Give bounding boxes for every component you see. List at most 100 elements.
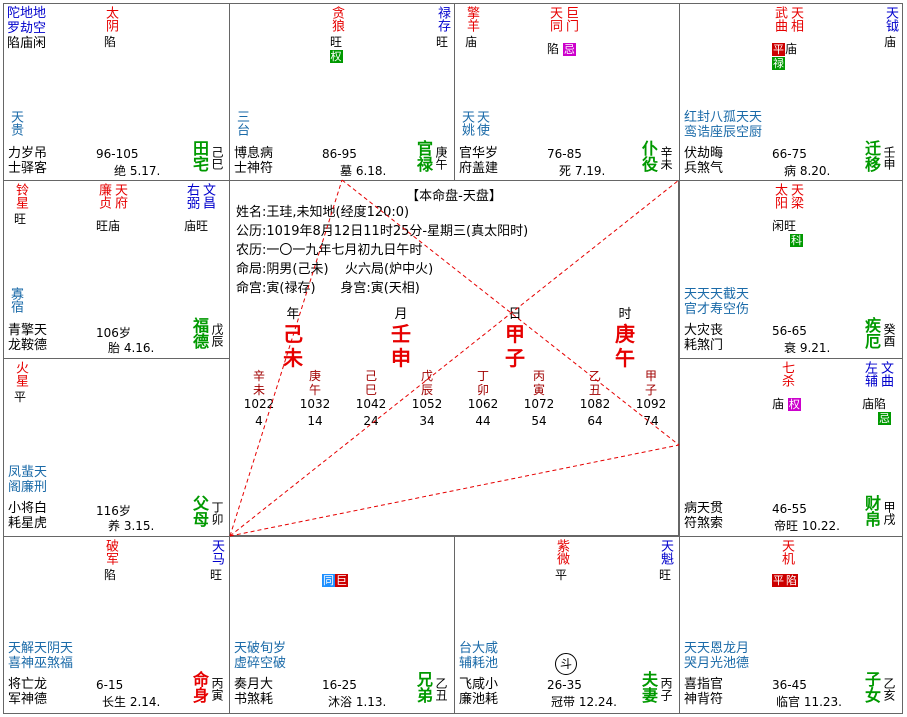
xu-ganzhi: 甲戌 bbox=[882, 501, 896, 525]
chen-gods-row2: 龙鞍德 bbox=[8, 338, 48, 353]
xu-main-star: 七杀 bbox=[772, 361, 800, 387]
chen-palace-name: 福德 bbox=[190, 317, 209, 349]
shen-star-b-name: 天钺 bbox=[883, 6, 898, 32]
shen-minor-stars: 红封八孤天天 鸾诰座辰空厨 bbox=[684, 110, 762, 140]
chou-palace-name: 兄弟 bbox=[414, 671, 433, 703]
wei-main-brightness-row: 陷 忌 bbox=[547, 40, 576, 57]
solar-date-line: 公历:1019年8月12日11时25分-星期三(真太阳时) bbox=[236, 224, 529, 239]
you-ganzhi: 癸酉 bbox=[882, 323, 896, 347]
you-palace-name: 疾厄 bbox=[862, 317, 881, 349]
dayun-gan: 甲 bbox=[644, 369, 657, 383]
yin-minor-row2: 喜神巫煞福 bbox=[8, 656, 74, 671]
dayun-6: 丙 寅 1072 54 bbox=[519, 369, 559, 428]
chen-main-brightness: 旺庙 bbox=[96, 219, 121, 233]
dayun-zhi: 子 bbox=[644, 383, 657, 397]
palace-cell-you[interactable]: 太阳 天梁 闲旺 科 天天天截天 官才寿空伤 大灾丧 耗煞门 56-65 衰 9… bbox=[679, 180, 903, 359]
wei-ganzhi: 辛未 bbox=[659, 146, 673, 170]
dayun-age: 24 bbox=[363, 414, 379, 428]
wei-gods-row2: 府盖建 bbox=[459, 161, 499, 176]
wu-main-star-brightness: 旺 bbox=[329, 35, 342, 49]
mao-star-a: 火星 平 bbox=[6, 361, 34, 405]
dayun-year: 1072 bbox=[523, 397, 555, 411]
you-gods-row2: 耗煞门 bbox=[684, 338, 724, 353]
mao-star-a-name: 火星 bbox=[13, 361, 28, 387]
dayun-age: 54 bbox=[531, 414, 547, 428]
shen-main-star1: 武曲 bbox=[772, 6, 787, 32]
palace-cell-xu[interactable]: 七杀 庙 权 左辅 文曲 庙陷 忌 病天贯 符煞索 46-55 帝旺 10.22… bbox=[679, 358, 903, 537]
center-panel: 【本命盘-天盘】 姓名:王珪,未知地(经度120:0) 公历:1019年8月12… bbox=[229, 180, 679, 536]
zi-main-star-brightness: 平 bbox=[554, 568, 567, 582]
chen-main-star2: 天府 bbox=[112, 183, 127, 209]
dayun-gan: 戊 bbox=[420, 369, 433, 383]
chou-range: 16-25 bbox=[322, 678, 357, 692]
zi-ganzhi: 丙子 bbox=[659, 677, 673, 701]
xu-palace-name: 财帛 bbox=[862, 495, 881, 527]
palace-cell-hai[interactable]: 天机 平陷 天天恩龙月 哭月光池德 喜指官 神背符 36-45 临官 11.23… bbox=[679, 536, 903, 714]
pillar-day: 日 甲 子 bbox=[500, 303, 530, 370]
hai-palace-name: 子女 bbox=[862, 671, 881, 703]
palace-cell-chen[interactable]: 铃星 旺 廉贞 天府 旺庙 右弼 文昌 庙旺 寡宿 青擎天 龙鞍德 106岁 胎… bbox=[3, 180, 230, 359]
yin-gods: 将亡龙 军神德 bbox=[8, 677, 47, 707]
zi-star-b: 天魁 旺 bbox=[651, 539, 679, 583]
chen-minor-stars: 寡宿 bbox=[8, 287, 23, 313]
shen-gods-row2: 兵煞气 bbox=[684, 161, 724, 176]
palace-cell-mao[interactable]: 火星 平 凤蜚天 阁廉刑 小将白 耗星虎 116岁 养 3.15. 父母 丁卯 bbox=[3, 358, 230, 537]
si-main-star: 太阴 陷 bbox=[96, 6, 124, 50]
wu-minor-stars: 三台 bbox=[234, 110, 249, 136]
you-main-stars: 太阳 天梁 bbox=[772, 183, 803, 209]
you-main-brightness: 闲旺 bbox=[772, 219, 797, 233]
xu-star-b1: 左辅 bbox=[862, 361, 877, 387]
wu-ganzhi: 庚午 bbox=[434, 146, 448, 170]
palace-cell-shen[interactable]: 武曲 天相 平庙 禄 天钺 庙 红封八孤天天 鸾诰座辰空厨 伏劫晦 兵煞气 66… bbox=[679, 3, 903, 181]
you-minor-row1: 天天天截天 bbox=[684, 287, 750, 302]
yin-main-star-name: 破军 bbox=[103, 539, 118, 565]
chen-star-a-name: 铃星 bbox=[13, 183, 28, 209]
yin-gods-row1: 将亡龙 bbox=[8, 677, 48, 692]
shen-minor-row1: 红封八孤天天 bbox=[684, 110, 763, 125]
pillar-stem: 壬 bbox=[391, 322, 411, 346]
chen-star-b2: 文昌 bbox=[200, 183, 215, 209]
yin-ganzhi: 丙寅 bbox=[210, 677, 224, 701]
si-stars-row1: 陀地地 bbox=[7, 6, 47, 21]
wei-palace-name: 仆役 bbox=[639, 140, 658, 172]
si-stars-row2: 罗劫空 bbox=[7, 21, 47, 36]
palace-cell-wu[interactable]: 贪狼 旺 权 禄存 旺 三台 博息病 士神符 86-95 墓 6.18. 官禄 … bbox=[229, 3, 455, 181]
yin-star-b: 天马 旺 bbox=[202, 539, 229, 583]
zi-main-star-name: 紫微 bbox=[554, 539, 569, 565]
palace-cell-zi[interactable]: 紫微 平 天魁 旺 台大咸 辅耗池 斗 飞咸小 廉池耗 26-35 冠带 12.… bbox=[454, 536, 680, 714]
mao-minor-stars: 凤蜚天 阁廉刑 bbox=[8, 465, 47, 495]
dayun-gan: 己 bbox=[364, 369, 377, 383]
wei-gods: 官华岁 府盖建 bbox=[459, 146, 498, 176]
yin-gods-row2: 军神德 bbox=[8, 692, 48, 707]
xu-ji-row: 忌 bbox=[878, 411, 891, 426]
si-gods-row1: 力岁吊 bbox=[8, 146, 48, 161]
hai-minor-stars: 天天恩龙月 哭月光池德 bbox=[684, 641, 749, 671]
dayun-7: 乙 丑 1082 64 bbox=[575, 369, 615, 428]
hai-minor-row2: 哭月光池德 bbox=[684, 656, 750, 671]
hai-main-star-name: 天机 bbox=[779, 539, 794, 565]
palace-cell-chou[interactable]: 同巨 天破旬岁 虚碎空破 奏月大 书煞耗 16-25 沐浴 1.13. 兄弟 乙… bbox=[229, 536, 455, 714]
si-gods-row2: 士驿客 bbox=[8, 161, 48, 176]
zi-main-star: 紫微 平 bbox=[547, 539, 575, 583]
palace-cell-wei[interactable]: 擎羊 庙 天同 巨门 陷 忌 天姚 天使 官华岁 府盖建 76-85 死 7.1… bbox=[454, 3, 680, 181]
mao-star-a-brightness: 平 bbox=[13, 390, 26, 404]
palace-cell-yin[interactable]: 破军 陷 天马 旺 天解天阴天 喜神巫煞福 将亡龙 军神德 6-15 长生 2.… bbox=[3, 536, 230, 714]
chen-ganzhi: 戊辰 bbox=[210, 323, 224, 347]
chen-main-stars: 廉贞 天府 bbox=[96, 183, 127, 209]
wei-minor-star1: 天姚 bbox=[459, 110, 474, 136]
palace-cell-si[interactable]: 陀地地 罗劫空 陷庙闲 太阴 陷 天贵 力岁吊 士驿客 96-105 绝 5.1… bbox=[3, 3, 230, 181]
dayun-age: 4 bbox=[255, 414, 263, 428]
hai-ganzhi: 乙亥 bbox=[882, 677, 896, 701]
xu-main-brightness: 庙 bbox=[772, 397, 785, 411]
chou-minor-stars: 天破旬岁 虚碎空破 bbox=[234, 641, 286, 671]
shen-lu-row: 禄 bbox=[772, 56, 785, 71]
dou-mark-icon: 斗 bbox=[555, 653, 577, 675]
wu-main-star: 贪狼 旺 权 bbox=[322, 6, 350, 63]
xu-star-b: 左辅 文曲 bbox=[862, 361, 893, 387]
mao-gods-row1: 小将白 bbox=[8, 501, 48, 516]
si-palace-name: 田宅 bbox=[190, 140, 209, 172]
xu-range: 46-55 bbox=[772, 502, 807, 516]
wu-gods: 博息病 士神符 bbox=[234, 146, 273, 176]
yin-main-star-brightness: 陷 bbox=[103, 568, 116, 582]
you-ke-row: 科 bbox=[790, 233, 803, 248]
